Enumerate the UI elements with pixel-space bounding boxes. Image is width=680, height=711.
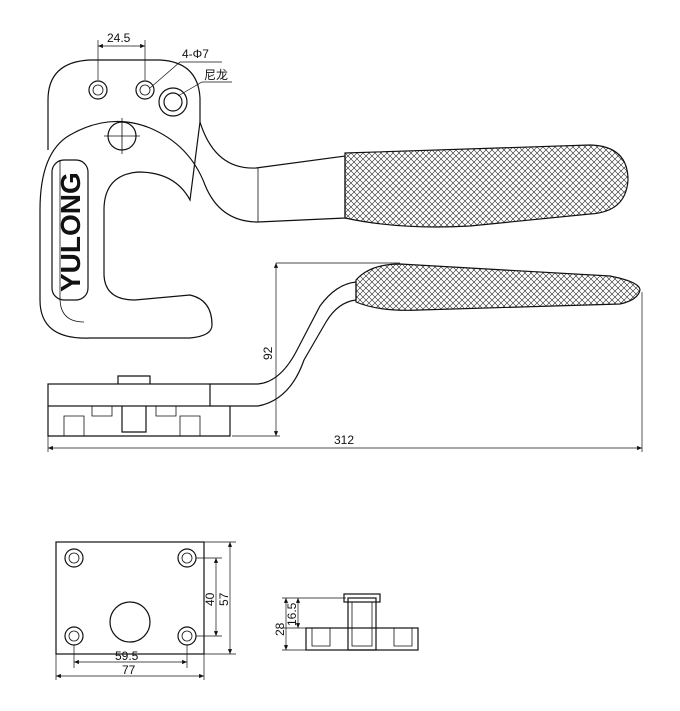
mounting-ear: [47, 59, 201, 150]
latch-top-view: YULONG 24.5 4-Φ7 尼龙: [39, 31, 629, 339]
plate-hole-bl: [64, 626, 84, 646]
brand-label: YULONG: [55, 172, 86, 292]
upper-grip: [344, 144, 629, 228]
side-screws: [63, 415, 201, 437]
section-pin-thread: [351, 601, 373, 647]
plate-center-hole: [109, 601, 151, 643]
dim-total-length: 312: [334, 433, 354, 447]
nylon-bushing: [158, 87, 188, 117]
side-base-lower: [47, 406, 231, 437]
dim-side-height: 28: [273, 622, 287, 636]
mounting-hole-mid: [135, 80, 155, 100]
mounting-hole-left: [88, 80, 108, 100]
dim-handle-height: 92: [261, 346, 275, 360]
dim-plate-inner-height: 40: [203, 592, 217, 606]
plate-plan-view: 40 57 59.5 77: [55, 541, 236, 680]
side-arm: [210, 281, 357, 407]
plate-outline: [55, 541, 205, 655]
dim-plate-width: 77: [122, 663, 136, 677]
section-pads: [311, 627, 413, 647]
dim-plate-inner-width: 59.5: [115, 649, 139, 663]
dim-pin-height: 16.5: [285, 602, 299, 626]
dim-hole-spacing: 24.5: [107, 31, 131, 45]
brand-panel: [51, 159, 89, 301]
side-grip: [355, 263, 641, 311]
side-base-plate: [47, 383, 211, 407]
dim-plate-height: 57: [217, 592, 231, 606]
hook-body: [39, 120, 346, 339]
section-pin: [347, 597, 377, 651]
dim-holes: 4-Φ7: [182, 47, 209, 61]
hook-inner-edge: [59, 160, 85, 323]
side-pin: [117, 375, 151, 433]
section-view: 16.5 28: [273, 593, 419, 651]
plate-hole-tl: [64, 548, 84, 568]
plate-hole-br: [177, 626, 197, 646]
material-label: 尼龙: [204, 68, 228, 82]
side-pads: [91, 405, 177, 417]
section-base: [305, 627, 419, 651]
handle-side-view: 92 312: [47, 262, 643, 452]
pivot-hole: [104, 118, 140, 154]
plate-hole-tr: [177, 548, 197, 568]
